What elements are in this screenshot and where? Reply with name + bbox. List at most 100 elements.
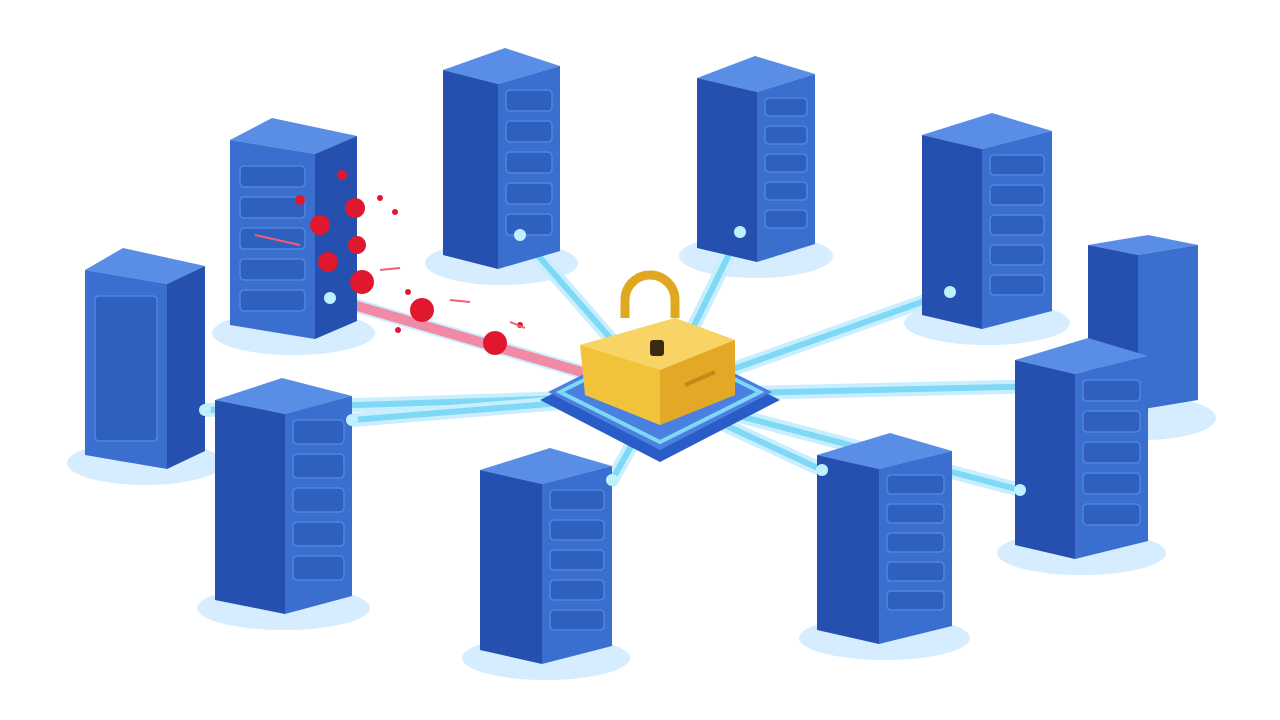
server-slot: [239, 258, 306, 281]
server-slot: [292, 419, 345, 445]
server-face-left: [443, 70, 498, 269]
server-slot: [505, 151, 553, 174]
server-slot: [886, 532, 945, 553]
server-slot: [505, 89, 553, 112]
server-slot: [1082, 441, 1141, 464]
server-rack-icon: [215, 378, 358, 614]
server-slot: [292, 453, 345, 479]
server-face-left: [922, 135, 982, 329]
threat-particle: [395, 327, 401, 333]
server-slot: [239, 196, 306, 219]
port-glow: [606, 474, 618, 486]
server-slot: [886, 590, 945, 611]
server-face-left: [1015, 360, 1075, 559]
threat-particle: [392, 209, 398, 215]
server-top: [215, 378, 352, 414]
server-slot: [989, 154, 1045, 176]
port-glow: [944, 286, 956, 298]
server-rack-icon: [922, 113, 1052, 329]
server-top: [480, 448, 612, 484]
server-slot: [292, 487, 345, 513]
threat-particle: [483, 331, 507, 355]
server-slot: [886, 503, 945, 524]
server-slot: [505, 182, 553, 205]
server-rack-icon: [443, 48, 560, 269]
server-top: [1015, 338, 1148, 374]
server-rack-icon: [697, 56, 815, 262]
keyhole: [650, 340, 664, 356]
server-face-right: [315, 136, 357, 339]
server-slot: [292, 521, 345, 547]
server-top: [443, 48, 560, 84]
server-slot: [989, 274, 1045, 296]
server-slot: [505, 213, 553, 236]
server-slot: [239, 165, 306, 188]
port-glow: [1014, 484, 1026, 496]
server-slot: [989, 214, 1045, 236]
lock-shackle: [620, 270, 680, 318]
threat-particle: [405, 289, 411, 295]
server-top: [1088, 235, 1198, 255]
server-slot: [764, 153, 808, 173]
threat-streak: [509, 321, 526, 329]
server-slot: [292, 555, 345, 581]
server-top: [697, 56, 815, 92]
compromised-server: [230, 118, 357, 339]
server-slot: [764, 125, 808, 145]
server-face-right: [1138, 245, 1198, 410]
server-slot: [989, 244, 1045, 266]
port-glow: [816, 464, 828, 476]
server-slot: [1082, 503, 1141, 526]
port-glow: [734, 226, 746, 238]
server-slot: [886, 474, 945, 495]
threat-streak: [254, 234, 301, 246]
server-face-left: [215, 400, 285, 614]
server-face-left: [817, 455, 879, 644]
server-slot: [886, 561, 945, 582]
lock-slot: [684, 370, 716, 387]
server-slot: [505, 120, 553, 143]
server-rack-icon: [816, 433, 952, 644]
servers: [85, 48, 1198, 664]
threat-particle: [348, 236, 366, 254]
server-slot: [1082, 379, 1141, 402]
lock-side: [660, 340, 735, 425]
port-glow: [199, 404, 211, 416]
threat-particles: [254, 170, 526, 355]
server-slot: [1082, 472, 1141, 495]
server-rack-icon: [480, 448, 618, 664]
central-hub: [540, 270, 780, 462]
threat-particle: [337, 170, 347, 180]
server-top: [922, 113, 1052, 149]
server-slot: [94, 295, 158, 442]
server-slot: [1082, 410, 1141, 433]
server-slot: [764, 97, 808, 117]
server-slot: [764, 209, 808, 229]
threat-particle: [377, 195, 383, 201]
server-slot: [549, 579, 605, 601]
server-face-left: [697, 78, 757, 262]
server-top: [85, 248, 205, 284]
port-glow: [346, 414, 358, 426]
server-slot: [549, 489, 605, 511]
port-glow: [514, 229, 526, 241]
threat-particle: [295, 195, 305, 205]
padlock-icon: [580, 270, 735, 425]
threat-particle: [310, 215, 330, 235]
threat-streak: [379, 267, 401, 271]
server-face-right: [167, 266, 205, 469]
server-slot: [764, 181, 808, 201]
server-rack-icon: [1014, 338, 1148, 559]
port-glow: [324, 292, 336, 304]
threat-streak: [449, 299, 471, 303]
server-slot: [549, 609, 605, 631]
server-top: [230, 118, 357, 154]
threat-particle: [410, 298, 434, 322]
server-slot: [239, 289, 306, 312]
server-face-left: [480, 470, 542, 664]
server-top: [817, 433, 952, 469]
threat-particle: [318, 252, 338, 272]
server-rack-icon: [85, 248, 211, 469]
server-slot: [549, 519, 605, 541]
